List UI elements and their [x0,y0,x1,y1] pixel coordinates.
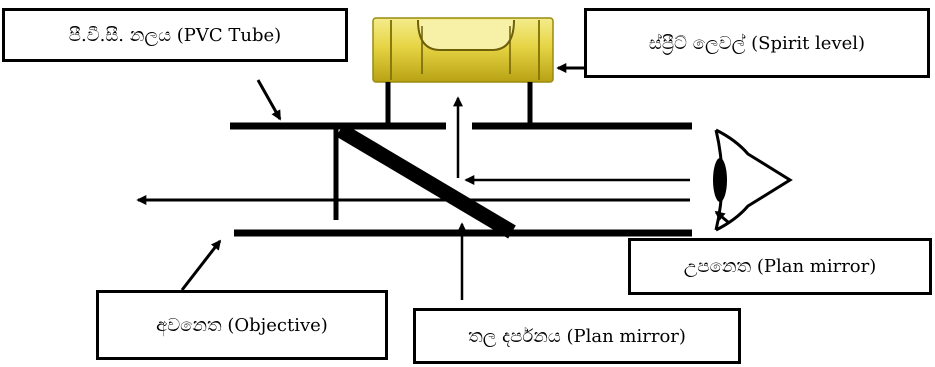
objective-label-pointer [180,239,222,291]
pvc-label-pointer [256,79,282,121]
eyepiece-label-pointer [714,210,729,224]
spirit-level-label: ස්ප්‍රීට් ලෙවල් (Spirit level) [584,8,930,78]
pvc-tube-label: පී.වී.සී. නලය (PVC Tube) [2,8,348,62]
eyepiece-label: උපනෙත (Plan mirror) [628,238,932,295]
eye-icon [713,128,793,232]
spirit-level-legs [385,82,533,127]
objective-label: අවනෙත (Objective) [96,290,388,360]
plane-mirror-label: තල දර්පනය (Plan mirror) [413,308,741,364]
spirit-level-vial [372,17,554,83]
plane-mirror [336,123,516,239]
